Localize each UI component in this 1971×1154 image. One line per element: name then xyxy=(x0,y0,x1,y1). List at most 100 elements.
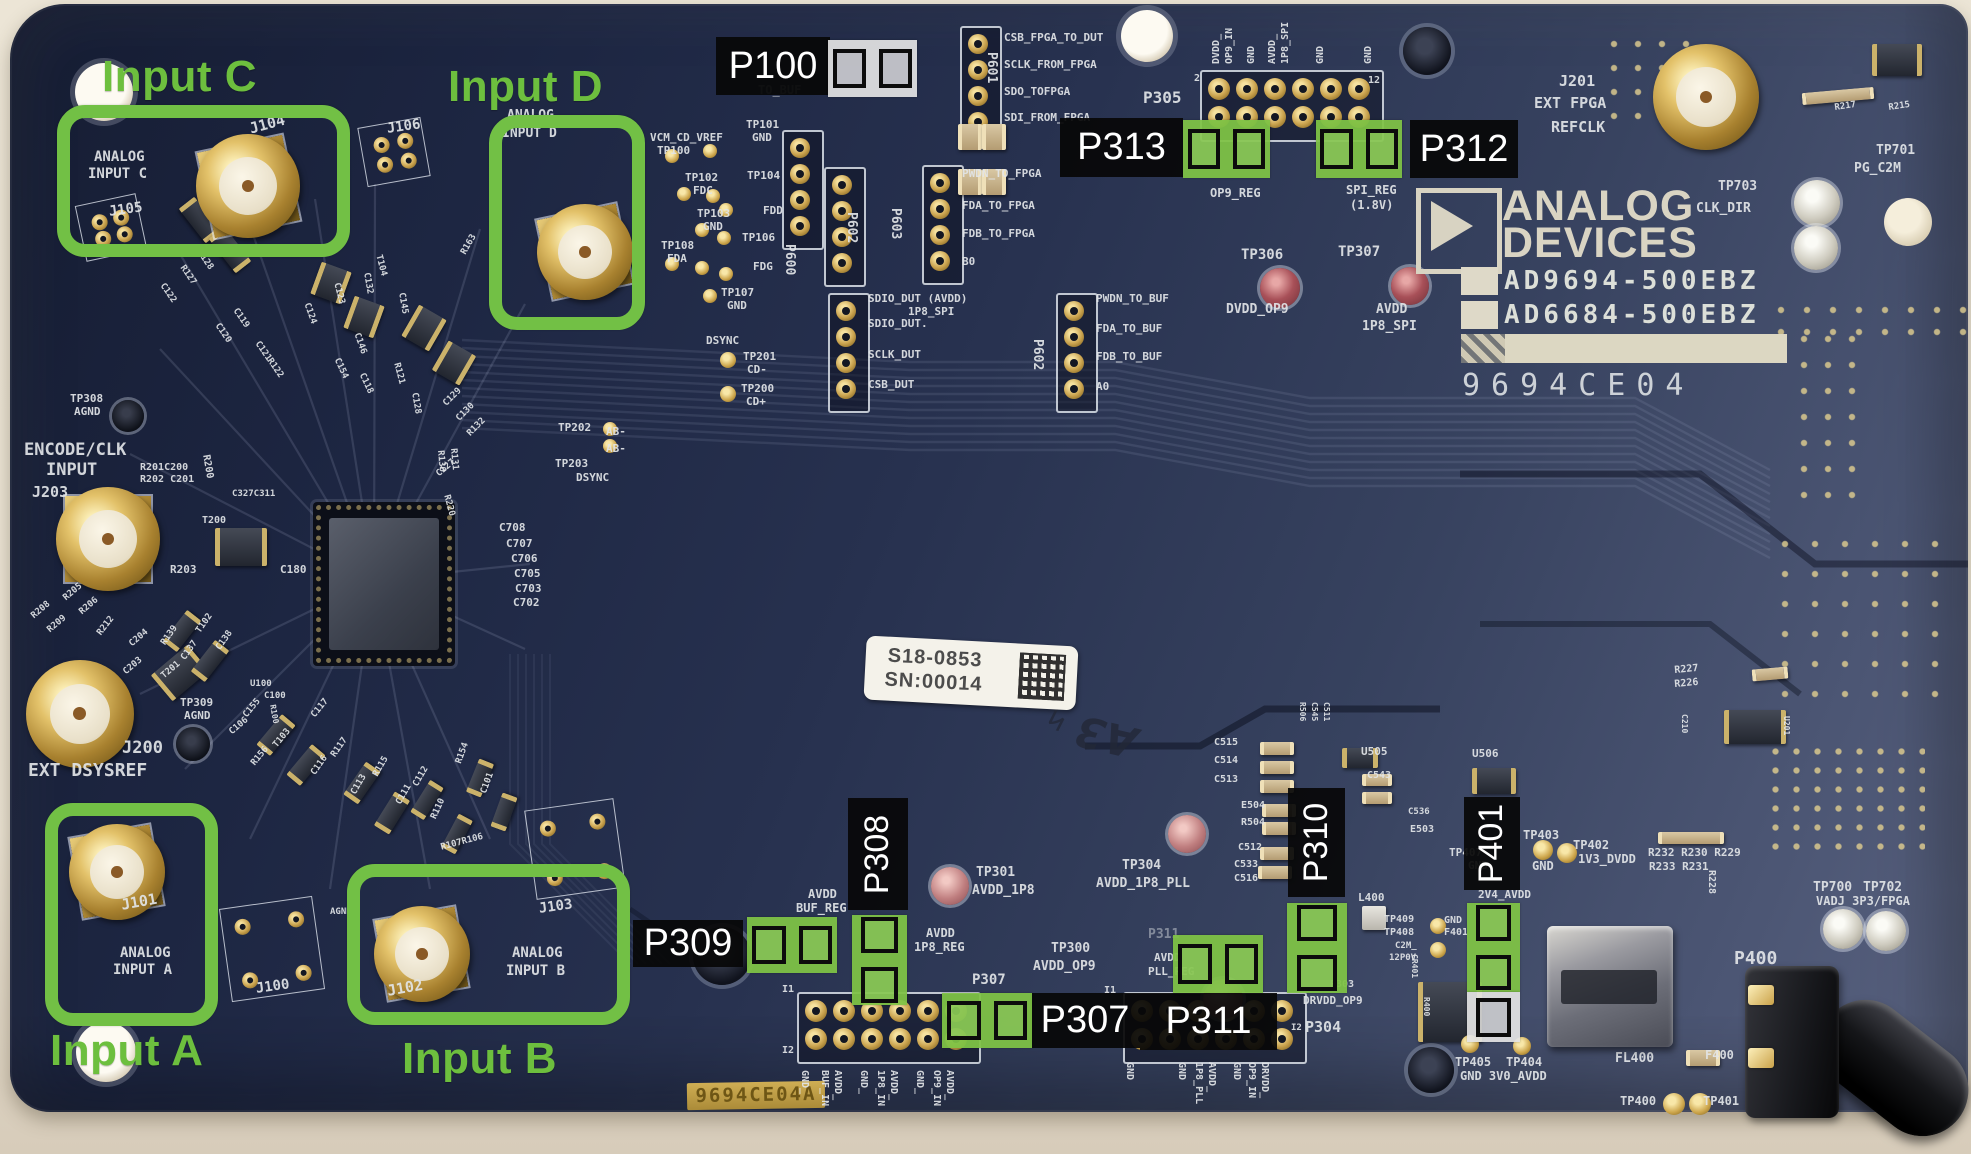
jumper-highlight xyxy=(1467,992,1520,1042)
silkscreen-label: PLL_REG xyxy=(1148,965,1195,978)
part-number-2: AD6684-500EBZ xyxy=(1504,300,1760,330)
silkscreen-label: U505 xyxy=(1361,745,1388,758)
trace xyxy=(461,354,1771,488)
jumper-pin-square xyxy=(1365,129,1398,169)
test-point xyxy=(665,257,679,271)
silkscreen-label: OP9_IN xyxy=(931,1070,942,1107)
silkscreen-label: TP104 xyxy=(747,169,781,182)
callout-text: P313 xyxy=(1077,126,1166,168)
silkscreen-label: C536 xyxy=(1408,807,1430,817)
silkscreen-label: P602 xyxy=(844,212,859,244)
silkscreen-label: TP300 xyxy=(1051,941,1091,956)
smd-component xyxy=(982,169,1006,195)
pin-hole xyxy=(1070,385,1078,393)
silkscreen-label: AVDD_ xyxy=(832,1070,843,1101)
header-pin xyxy=(836,327,856,347)
silkscreen-label: FDG xyxy=(753,260,773,273)
silkscreen-label: C100 xyxy=(264,691,286,701)
trace xyxy=(1480,621,1802,697)
test-point xyxy=(1533,840,1553,860)
header-pin xyxy=(1292,78,1314,100)
silkscreen-label: 1P8_SPI xyxy=(1280,21,1291,64)
pad-hole xyxy=(405,156,413,165)
silkscreen-label: E503 xyxy=(1410,824,1435,835)
annotation-text-input-c: Input C xyxy=(102,52,258,101)
header-pin xyxy=(832,253,852,273)
silkscreen-label: R233 R231 xyxy=(1649,860,1709,873)
mounting-hole xyxy=(1403,27,1451,75)
header-pin xyxy=(1064,327,1084,347)
silkscreen-label: OP9_REG xyxy=(1210,186,1261,200)
silkscreen-label: I1 xyxy=(1104,985,1117,996)
silkscreen-label: P601 xyxy=(984,52,999,84)
silkscreen-label: TP200 xyxy=(741,382,775,395)
silkscreen-label: FDA_TO_BUF xyxy=(1096,322,1163,335)
pad xyxy=(399,151,418,170)
pad xyxy=(375,155,395,175)
mounting-hole xyxy=(1408,1047,1454,1093)
brand-word-1: ANALOG xyxy=(1502,182,1695,230)
silkscreen-label: (1.8V) xyxy=(1350,198,1394,212)
silkscreen-label: TP101 xyxy=(746,118,780,131)
silkscreen-label: AVDD xyxy=(926,926,955,940)
silkscreen-label: T200 xyxy=(202,515,227,526)
silkscreen-label: DSYNC xyxy=(706,334,740,347)
silkscreen-label: U201 xyxy=(1782,716,1791,736)
silkscreen-label: AVDD_ xyxy=(1267,33,1278,64)
header-pin xyxy=(917,1000,939,1022)
jumper-pin-square xyxy=(861,917,898,953)
silkscreen-label: FDA xyxy=(667,252,687,265)
callout-text: P311 xyxy=(1165,1000,1252,1042)
silkscreen-label: F401 xyxy=(1444,927,1469,938)
silkscreen-bar xyxy=(1461,334,1787,363)
silkscreen-label: TP700 xyxy=(1813,880,1853,895)
pin-hole xyxy=(867,1034,877,1044)
jumper-pin-square xyxy=(833,48,866,89)
silkscreen-label: INPUT xyxy=(46,460,98,480)
test-point xyxy=(703,144,717,158)
silkscreen-label: R400 xyxy=(1422,997,1431,1017)
callout-text: P312 xyxy=(1419,127,1509,170)
pad xyxy=(233,917,252,936)
silkscreen-label: AGND xyxy=(330,907,352,917)
jumper-highlight xyxy=(942,993,1032,1048)
silkscreen-label: B0 xyxy=(962,255,976,268)
callout-text: P309 xyxy=(643,922,733,964)
trace xyxy=(461,426,1771,560)
pin-hole xyxy=(811,1006,821,1016)
silkscreen-label: TP400 xyxy=(1620,1094,1657,1108)
smd-component xyxy=(1362,792,1392,804)
silkscreen-label: PWDN_TO_BUF xyxy=(1096,292,1169,305)
pin-hole xyxy=(1214,112,1224,122)
solder-pad xyxy=(1748,1048,1774,1068)
silkscreen-label: AVDD xyxy=(808,887,837,901)
test-point xyxy=(706,189,720,203)
highlight-box-input-a xyxy=(45,803,218,1026)
pad-hole xyxy=(401,137,409,145)
test-point xyxy=(1260,268,1300,308)
highlight-box-input-b xyxy=(347,864,630,1025)
silkscreen-label: BUF_REG xyxy=(796,901,847,915)
highlight-box-input-c xyxy=(57,105,350,257)
jumper-pin-square xyxy=(798,925,832,965)
silkscreen-label: TP405 xyxy=(1455,1055,1492,1069)
silkscreen-label: A0 xyxy=(1096,380,1110,393)
trace xyxy=(461,362,1771,496)
pin-hole xyxy=(796,144,804,152)
silkscreen-label: F400 xyxy=(1705,1048,1734,1062)
pin-hole xyxy=(974,40,982,48)
silkscreen-label: P305 xyxy=(1143,88,1182,107)
jumper-pin-square xyxy=(1475,954,1512,991)
silkscreen-label: CLK_DIR xyxy=(1696,201,1751,216)
smd-component xyxy=(958,124,982,150)
smd-component xyxy=(1362,906,1386,930)
silkscreen-label: R203 xyxy=(170,563,197,576)
header-pin xyxy=(833,1028,855,1050)
silkscreen-label: J200 xyxy=(122,738,163,758)
pin-hole xyxy=(839,1006,849,1016)
silkscreen-label: TP202 xyxy=(558,421,592,434)
silkscreen-label: CD+ xyxy=(746,395,766,408)
pin-hole xyxy=(895,1034,905,1044)
header-pin xyxy=(930,173,950,193)
test-point xyxy=(695,223,709,237)
